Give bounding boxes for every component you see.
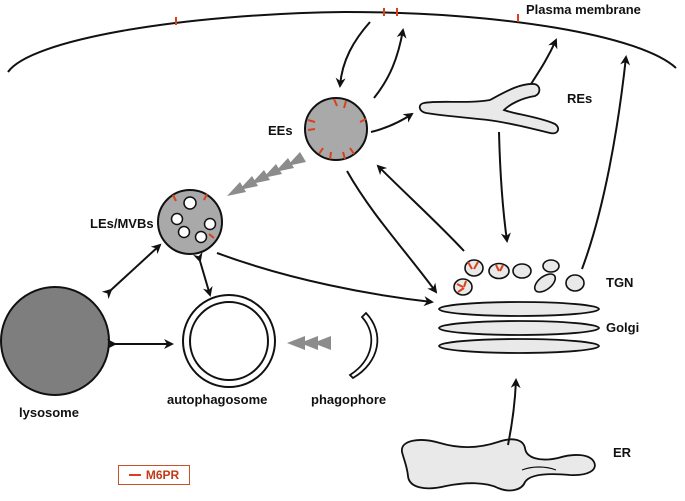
res-label: REs	[567, 91, 592, 106]
golgi-label: Golgi	[606, 320, 639, 335]
arrow-ees-to-res	[370, 112, 414, 133]
phagophore-label: phagophore	[311, 392, 386, 407]
endoplasmic-reticulum	[401, 438, 596, 492]
arrow-les-autophagosome	[192, 251, 213, 297]
early-endosome-m6pr-marks	[307, 98, 367, 160]
er-lumen-fold	[521, 466, 557, 471]
arrow-pm-to-ees	[335, 21, 371, 88]
plasma-membrane-label: Plasma membrane	[526, 2, 641, 17]
arrow-ees-to-golgi	[346, 170, 438, 294]
arrow-res-to-tgn	[498, 131, 511, 243]
autophagosome-inner	[189, 301, 269, 381]
legend: M6PR	[118, 465, 190, 485]
er-label: ER	[613, 445, 632, 460]
tgn-vesicles	[453, 259, 585, 296]
plasma-membrane	[7, 10, 677, 73]
intralumenal-vesicles	[170, 196, 217, 244]
tgn-label: TGN	[606, 275, 633, 290]
ees-label: EEs	[268, 123, 293, 138]
arrow-tgn-to-ees	[376, 164, 465, 252]
les-mvbs-label: LEs/MVBs	[90, 216, 154, 231]
plasma-membrane-m6pr-marks	[175, 8, 519, 25]
arrow-les-lysosome	[101, 243, 162, 300]
m6pr-legend-swatch	[128, 474, 141, 476]
trafficking-arrows	[101, 21, 631, 446]
early-endosome	[304, 97, 368, 161]
arrow-ees-to-pm	[373, 28, 407, 99]
lysosome-label: lysosome	[19, 405, 79, 420]
recycling-endosomes	[418, 83, 560, 135]
arrow-les-to-golgi	[216, 252, 434, 307]
tgn-m6pr-marks	[456, 261, 504, 293]
maturation-chevrons	[227, 152, 306, 196]
m6pr-legend-label: M6PR	[145, 468, 180, 482]
autophagy-chevrons	[287, 336, 331, 350]
arrow-er-to-golgi	[507, 378, 521, 446]
arrow-golgi-to-pm	[581, 55, 631, 270]
arrow-res-to-pm	[530, 38, 558, 85]
golgi-cisternae	[438, 301, 600, 354]
autophagosome-label: autophagosome	[167, 392, 267, 407]
lysosome	[0, 286, 110, 396]
late-endosome-m6pr-marks	[172, 193, 215, 239]
phagophore	[348, 311, 379, 380]
